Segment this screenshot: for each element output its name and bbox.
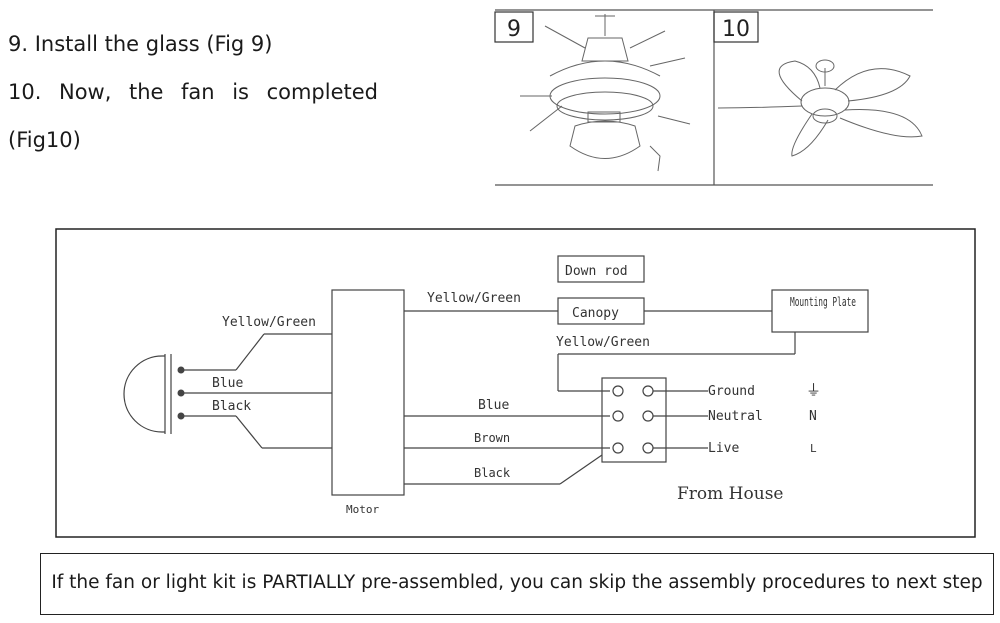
figures-panel: 9 10 xyxy=(494,9,933,186)
downrod-label: Down rod xyxy=(565,264,628,279)
wire-black-motor: Black xyxy=(474,466,511,480)
step-10-fig-ref: (Fig10) xyxy=(8,128,81,152)
mounting-plate-label: Mounting Plate xyxy=(790,295,856,309)
wire-black-light: Black xyxy=(212,399,251,414)
ground-symbol: ⏚ xyxy=(806,381,821,399)
neutral-symbol: N xyxy=(809,409,817,424)
terminal-block xyxy=(601,377,667,463)
fig9-drawing xyxy=(520,14,691,172)
diagram-frame xyxy=(55,228,976,538)
canopy-label: Canopy xyxy=(572,306,619,321)
terminal-ground-label: Ground xyxy=(708,384,755,399)
wire-blue-motor: Blue xyxy=(478,398,509,413)
terminal-neutral-label: Neutral xyxy=(708,409,763,424)
from-house-label: From House xyxy=(677,484,783,504)
fig9-label: 9 xyxy=(507,17,521,42)
wire-brown-motor: Brown xyxy=(474,431,510,445)
downrod-box xyxy=(557,255,645,283)
step-10-text: 10. Now, the fan is completed xyxy=(8,80,378,104)
wire-yellow-green-canopy: Yellow/Green xyxy=(556,335,650,350)
motor-label: Motor xyxy=(346,503,379,516)
wire-blue-light: Blue xyxy=(212,376,243,391)
wire-yellow-green-motor: Yellow/Green xyxy=(427,291,521,306)
wire-yellow-green-light: Yellow/Green xyxy=(222,315,316,330)
terminal-live-label: Live xyxy=(708,441,739,456)
motor-box xyxy=(331,289,405,496)
fig10-label: 10 xyxy=(722,17,750,42)
step-9-text: 9. Install the glass (Fig 9) xyxy=(8,32,273,56)
fig10-drawing xyxy=(717,59,923,157)
light-bulb-shape xyxy=(123,355,163,433)
live-symbol: L xyxy=(810,442,817,455)
partial-assembly-note: If the fan or light kit is PARTIALLY pre… xyxy=(40,553,994,615)
